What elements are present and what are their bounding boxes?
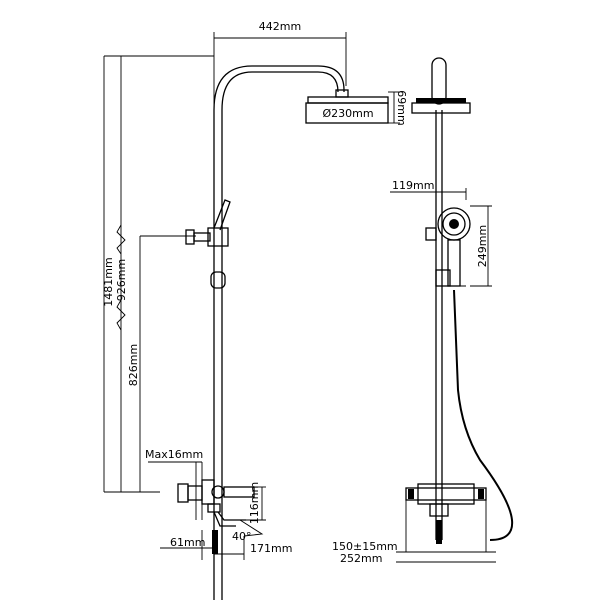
front-view: 119mm 249mm (332, 57, 514, 565)
slide-bar-holder (185, 199, 231, 289)
lower-height-label: 826mm (127, 344, 140, 386)
bottom-dimensions-right: 150±15mm 252mm (332, 500, 496, 565)
spout-angle: 40° (232, 519, 264, 543)
lower-height-dimension: 826mm (127, 235, 196, 492)
spout-length-label: 171mm (250, 542, 292, 555)
spout-angle-label: 40° (232, 530, 252, 543)
overhead-shower-head (305, 89, 389, 124)
mixer-width-label: 252mm (340, 552, 382, 565)
head-height-dimension: 69mm (388, 90, 408, 126)
handset-height-label: 249mm (476, 225, 489, 267)
handset-height-dimension: 249mm (470, 205, 492, 287)
spout-height-dimension: 116mm (246, 482, 266, 524)
side-view: 442mm Ø230mm 69mm 1481mm (102, 20, 408, 600)
bottom-dimensions-left: 61mm 171mm (160, 530, 292, 560)
handset-offset-label: 119mm (392, 179, 434, 192)
total-height-dimension: 1481mm (102, 55, 214, 493)
max-depth-dimension: Max16mm (145, 448, 203, 520)
head-height-label: 69mm (395, 90, 408, 125)
front-riser (431, 57, 447, 540)
max-depth-label: Max16mm (145, 448, 203, 461)
upper-height-dimension: 926mm (115, 224, 128, 331)
mixer-body-front (405, 483, 487, 544)
inlet-centers-label: 150±15mm (332, 540, 398, 553)
total-height-label: 1481mm (102, 257, 115, 306)
front-shower-head (411, 98, 471, 114)
top-reach-label: 442mm (259, 20, 301, 33)
mixer-body-side (177, 479, 255, 554)
shower-hose (453, 289, 514, 541)
head-diameter-label: Ø230mm (322, 107, 373, 120)
top-reach-dimension: 442mm (213, 20, 347, 110)
riser-pipe (213, 65, 345, 600)
hand-shower (425, 207, 471, 287)
upper-height-label: 926mm (115, 259, 128, 301)
spout-height-label: 116mm (248, 482, 261, 524)
handset-offset-dimension: 119mm (390, 179, 467, 200)
inlet-offset-label: 61mm (170, 536, 205, 549)
